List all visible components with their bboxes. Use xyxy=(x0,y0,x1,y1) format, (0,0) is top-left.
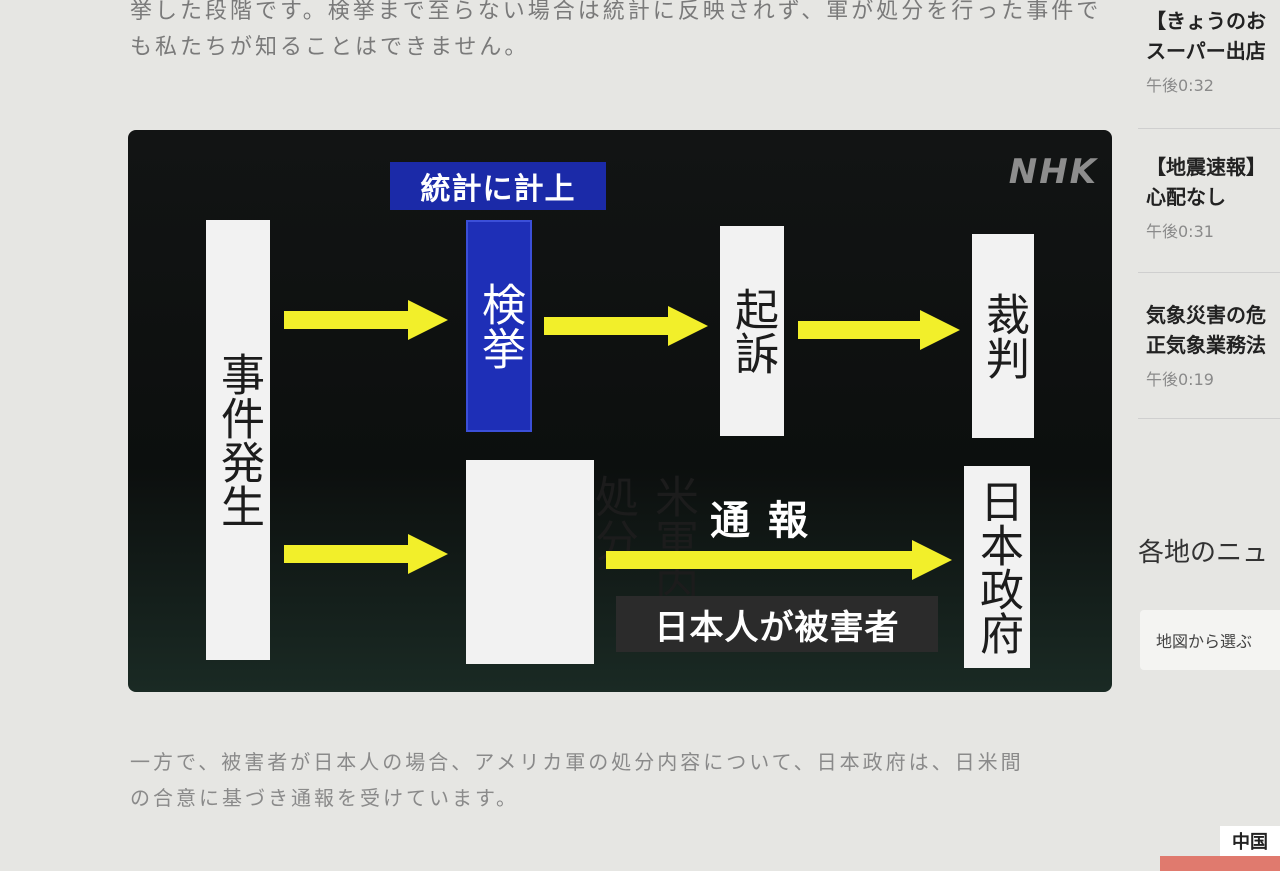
arrest-box: 検挙 xyxy=(466,220,532,432)
choose-from-map-button[interactable]: 地図から選ぶ xyxy=(1140,610,1280,670)
news-title[interactable]: 【地震速報】 xyxy=(1146,155,1266,179)
region-map[interactable] xyxy=(1160,856,1280,871)
report-label: 通報 xyxy=(710,498,826,544)
news-title[interactable]: 心配なし xyxy=(1146,185,1226,209)
arrest-label: 検挙 xyxy=(474,282,525,370)
military-punishment-box: 米軍内で 処分 xyxy=(466,460,698,664)
news-sidebar: 【きょうのお スーパー出店 午後0:32 【地震速報】 心配なし 午後0:31 … xyxy=(1138,0,1280,871)
article-paragraph-bottom: 一方で、被害者が日本人の場合、アメリカ軍の処分内容について、日本政府は、日米間 … xyxy=(130,744,1024,816)
military-label-line2: 処分 xyxy=(587,474,638,562)
victim-label: 日本人が被害者 xyxy=(616,596,938,652)
indictment-box: 起訴 xyxy=(720,226,784,436)
trial-box: 裁判 xyxy=(972,234,1034,438)
incident-label: 事件発生 xyxy=(213,352,264,528)
arrow-indictment-to-trial xyxy=(798,310,960,350)
divider xyxy=(1138,128,1280,129)
paragraph-line: 一方で、被害者が日本人の場合、アメリカ軍の処分内容について、日本政府は、日米間 xyxy=(130,750,1024,774)
news-item[interactable]: 【きょうのお スーパー出店 午後0:32 xyxy=(1146,6,1280,96)
article: 挙した段階です。検挙まで至らない場合は統計に反映されず、軍が処分を行った事件で … xyxy=(128,0,1112,816)
statistics-tag: 統計に計上 xyxy=(390,162,606,210)
divider xyxy=(1138,418,1280,419)
flow-diagram-image: NHK 統計に計上 事件発生 検挙 起訴 裁判 米軍内で 処分 日本政府 xyxy=(128,130,1112,692)
paragraph-line: 挙した段階です。検挙まで至らない場合は統計に反映されず、軍が処分を行った事件で xyxy=(130,0,1102,24)
regional-news-heading: 各地のニュ xyxy=(1138,538,1269,568)
nhk-logo: NHK xyxy=(1008,152,1098,192)
news-item[interactable]: 【地震速報】 心配なし 午後0:31 xyxy=(1146,152,1280,242)
paragraph-line: も私たちが知ることはできません。 xyxy=(130,35,530,60)
news-title[interactable]: スーパー出店 xyxy=(1146,39,1266,63)
arrow-arrest-to-indictment xyxy=(544,306,708,346)
news-time: 午後0:19 xyxy=(1146,370,1214,389)
paragraph-line: の合意に基づき通報を受けています。 xyxy=(130,786,519,810)
japan-government-box: 日本政府 xyxy=(964,466,1030,668)
indictment-label: 起訴 xyxy=(727,287,778,375)
trial-label: 裁判 xyxy=(978,292,1029,380)
article-paragraph-top: 挙した段階です。検挙まで至らない場合は統計に反映されず、軍が処分を行った事件で … xyxy=(130,0,1101,66)
arrow-military-to-government xyxy=(606,540,952,580)
news-title[interactable]: 正気象業務法 xyxy=(1146,333,1266,357)
incident-box: 事件発生 xyxy=(206,220,270,660)
news-title[interactable]: 【きょうのお xyxy=(1146,9,1266,33)
divider xyxy=(1138,272,1280,273)
news-time: 午後0:31 xyxy=(1146,222,1214,241)
region-label[interactable]: 中国 xyxy=(1220,826,1280,856)
arrow-incident-to-arrest xyxy=(284,300,448,340)
arrow-incident-to-military xyxy=(284,534,448,574)
japan-government-label: 日本政府 xyxy=(972,479,1023,655)
news-title[interactable]: 気象災害の危 xyxy=(1146,303,1266,327)
news-item[interactable]: 気象災害の危 正気象業務法 午後0:19 xyxy=(1146,300,1280,390)
news-time: 午後0:32 xyxy=(1146,76,1214,95)
